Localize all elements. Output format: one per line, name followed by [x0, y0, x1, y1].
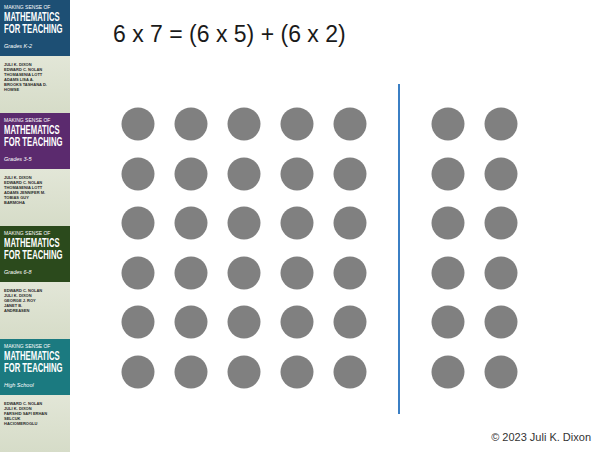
book-cover: MAKING SENSE OFMATHEMATICS FOR TEACHING G…: [0, 0, 70, 113]
dot-row: [122, 158, 518, 191]
cover-series: MAKING SENSE OF: [4, 117, 50, 123]
cover-authors: EDWARD C. NOLAN JULI K. DIXON GEORGE J. …: [4, 288, 48, 313]
dot-row: [122, 356, 518, 389]
cover-grade: Grades 6-8: [4, 269, 32, 276]
cover-title: MATHEMATICS FOR TEACHING: [4, 350, 65, 374]
book-cover: MAKING SENSE OFMATHEMATICS FOR TEACHING H…: [0, 339, 70, 452]
cover-series: MAKING SENSE OF: [4, 4, 50, 10]
split-line: [398, 84, 400, 414]
cover-title: MATHEMATICS FOR TEACHING: [4, 237, 65, 261]
cover-series: MAKING SENSE OF: [4, 230, 50, 236]
book-cover: MAKING SENSE OFMATHEMATICS FOR TEACHING G…: [0, 226, 70, 339]
cover-series: MAKING SENSE OF: [4, 343, 50, 349]
dot-row: [122, 108, 518, 141]
cover-grade: Grades K-2: [4, 43, 32, 50]
dot-row: [122, 306, 518, 339]
cover-authors: JULI K. DIXON EDWARD C. NOLAN THOMASENIA…: [4, 175, 48, 205]
cover-authors: JULI K. DIXON EDWARD C. NOLAN THOMASENIA…: [4, 62, 48, 92]
cover-title: MATHEMATICS FOR TEACHING: [4, 124, 65, 148]
cover-grade: Grades 3-5: [4, 156, 32, 163]
cover-grade: High School: [4, 382, 34, 389]
dot-row: [122, 257, 518, 290]
book-cover: MAKING SENSE OFMATHEMATICS FOR TEACHING G…: [0, 113, 70, 226]
cover-title: MATHEMATICS FOR TEACHING: [4, 11, 65, 35]
cover-authors: EDWARD C. NOLAN JULI K. DIXON FARSHID SA…: [4, 401, 48, 426]
slide-title: 6 x 7 = (6 x 5) + (6 x 2): [113, 20, 346, 48]
copyright-note: © 2023 Juli K. Dixon: [491, 430, 591, 444]
dot-row: [122, 207, 518, 240]
